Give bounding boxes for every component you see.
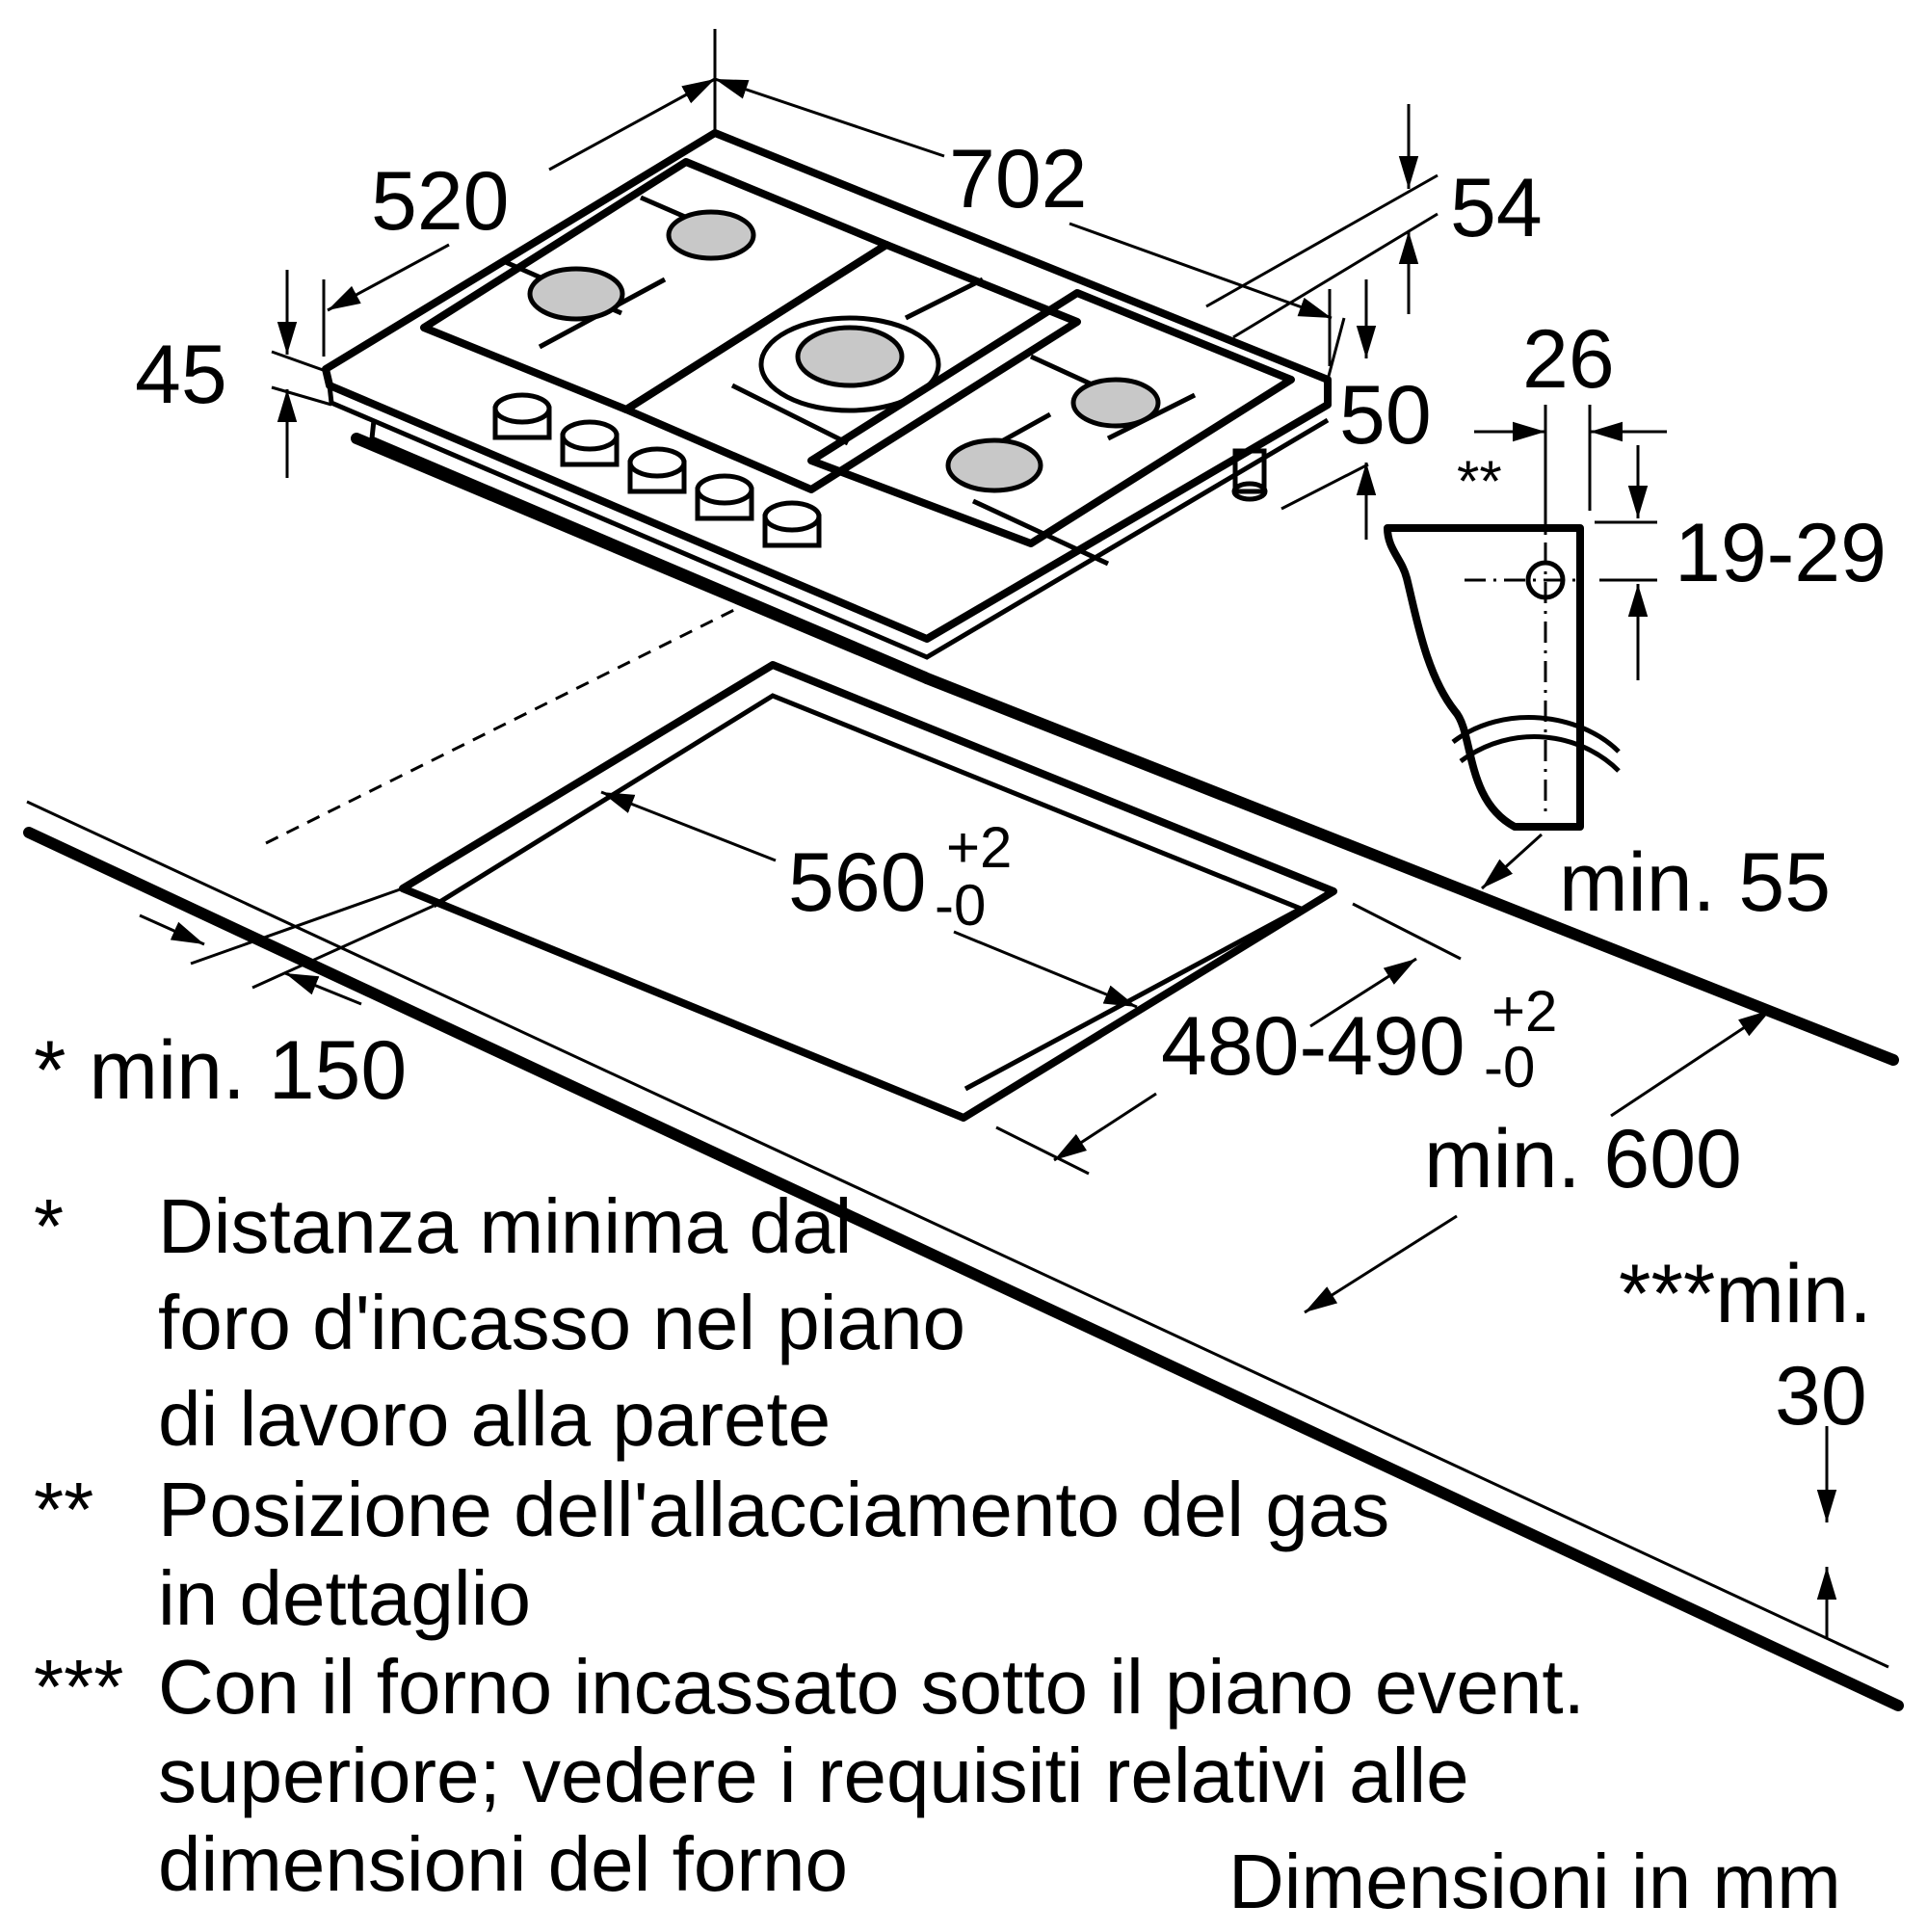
- dimension-min-600: min. 600: [1304, 1008, 1772, 1314]
- knob-1: [492, 392, 552, 440]
- note-1-line-2: foro d'incasso nel piano: [158, 1280, 965, 1365]
- dimension-54: 54: [1205, 104, 1543, 339]
- dim-19-29-label: 19-29: [1675, 507, 1887, 599]
- cooktop-base: [351, 433, 933, 684]
- dim-min-150-label: * min. 150: [34, 1024, 407, 1117]
- dim-560-label: 560: [788, 836, 927, 929]
- gas-bracket: [1384, 524, 1584, 831]
- note-3-line-2: superiore; vedere i requisiti relativi a…: [158, 1733, 1469, 1818]
- note-1-marker: *: [34, 1183, 64, 1269]
- dim-min-600-label: min. 600: [1424, 1113, 1742, 1205]
- dimension-50: 50: [1280, 279, 1432, 540]
- dim-560-tol-minus: -0: [935, 873, 986, 938]
- projection-dashed: [265, 603, 745, 845]
- note-2-marker: **: [34, 1467, 93, 1552]
- knob-5: [762, 500, 822, 548]
- gas-connection-detail: 26 ** 19-29: [1384, 313, 1887, 831]
- dim-min-30-label-1: ***min.: [1619, 1248, 1872, 1340]
- note-3-marker: ***: [34, 1644, 123, 1730]
- grid-right: [807, 289, 1295, 547]
- dim-54-label: 54: [1450, 162, 1543, 254]
- knob-3: [627, 446, 687, 494]
- dimension-min-55: min. 55: [1480, 833, 1831, 929]
- dim-520-label: 520: [371, 155, 510, 248]
- dimension-520: 520: [322, 77, 716, 357]
- dimension-702: 702: [713, 29, 1346, 381]
- burners: [527, 209, 1161, 493]
- wall-line: [921, 673, 1899, 1066]
- units-label: Dimensioni in mm: [1228, 1839, 1841, 1924]
- note-3-line-1: Con il forno incassato sotto il piano ev…: [158, 1644, 1585, 1730]
- dim-560-tol-plus: +2: [946, 815, 1012, 880]
- worktop: [23, 603, 1904, 1711]
- dim-26-label: 26: [1522, 313, 1615, 406]
- dimension-560: 560 +2 -0: [600, 790, 1138, 1009]
- knob-4: [695, 473, 754, 521]
- dim-480-490-tol-plus: +2: [1491, 979, 1557, 1044]
- dim-50-label: 50: [1339, 369, 1432, 462]
- dim-702-label: 702: [949, 133, 1088, 225]
- note-2-line-2: in dettaglio: [158, 1555, 531, 1641]
- dim-min-55-label: min. 55: [1559, 836, 1831, 929]
- worktop-front-edge: [23, 827, 1904, 1711]
- dim-min-30-label-2: 30: [1775, 1350, 1867, 1442]
- cooktop: [322, 129, 1332, 684]
- grid-middle: [622, 241, 1081, 493]
- burner-rear-right: [1070, 377, 1161, 429]
- dimension-min-30: ***min. 30: [1619, 1248, 1872, 1638]
- dim-480-490-label: 480-490: [1161, 1000, 1465, 1093]
- dimension-min-150: * min. 150: [34, 887, 435, 1117]
- note-3-line-3: dimensioni del forno: [158, 1821, 848, 1907]
- cutout-outer: [399, 661, 1337, 1122]
- burner-rear-left: [666, 209, 756, 261]
- dim-480-490-tol-minus: -0: [1484, 1035, 1535, 1099]
- gas-marker-label: **: [1457, 449, 1502, 514]
- control-knobs: [492, 392, 822, 548]
- note-2-line-1: Posizione dell'allacciamento del gas: [158, 1467, 1389, 1552]
- gas-connector: [1231, 448, 1268, 502]
- burner-front-right: [945, 437, 1043, 493]
- notes: * Distanza minima dal foro d'incasso nel…: [34, 1183, 1841, 1924]
- dim-45-label: 45: [135, 329, 227, 421]
- knob-2: [560, 419, 620, 467]
- note-1-line-1: Distanza minima dal: [158, 1183, 852, 1269]
- worktop-rear-line: [26, 800, 1889, 1669]
- cooktop-front-edge: [327, 384, 1330, 660]
- note-1-line-3: di lavoro alla parete: [158, 1376, 831, 1462]
- dimension-480-490: 480-490 +2 -0: [995, 902, 1557, 1176]
- burner-wok: [795, 325, 905, 388]
- burner-front-left: [527, 266, 625, 322]
- burner-wok-ring: [758, 315, 941, 413]
- dimension-45: 45: [135, 270, 332, 478]
